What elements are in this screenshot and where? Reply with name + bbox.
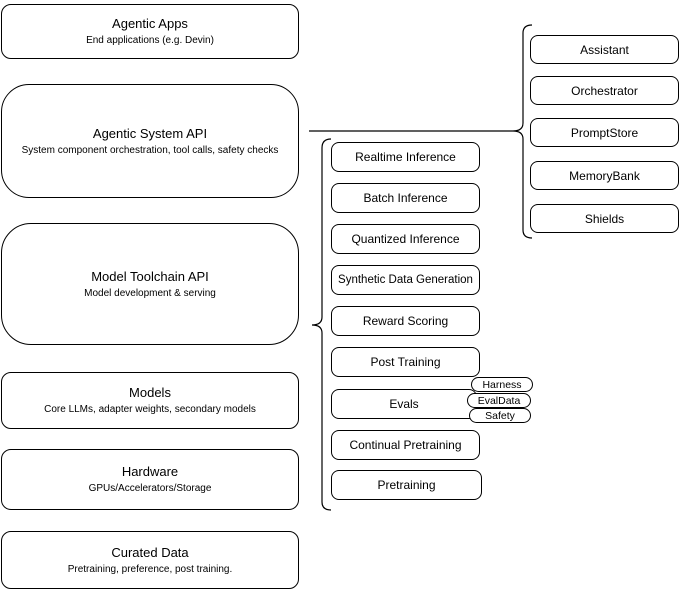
toolchain-item-quantized-inference: Quantized Inference bbox=[331, 224, 480, 254]
toolchain-item-batch-inference: Batch Inference bbox=[331, 183, 480, 213]
toolchain-item-synthetic-data-generation: Synthetic Data Generation bbox=[331, 265, 480, 295]
node-title: Hardware bbox=[121, 464, 179, 479]
node-title: Curated Data bbox=[111, 544, 189, 560]
toolchain-group-brace bbox=[311, 138, 332, 511]
node-subtitle: End applications (e.g. Devin) bbox=[86, 35, 214, 46]
evals-tag-evaldata: EvalData bbox=[467, 393, 531, 408]
node-curated-data: Curated Data Pretraining, preference, po… bbox=[1, 531, 299, 589]
toolchain-item-realtime-inference: Realtime Inference bbox=[331, 142, 480, 172]
system-component-promptstore: PromptStore bbox=[530, 118, 679, 147]
system-component-orchestrator: Orchestrator bbox=[530, 76, 679, 105]
evals-tag-harness: Harness bbox=[471, 377, 533, 392]
node-agentic-apps: Agentic Apps End applications (e.g. Devi… bbox=[1, 4, 299, 59]
node-subtitle: GPUs/Accelerators/Storage bbox=[88, 483, 212, 494]
toolchain-item-post-training: Post Training bbox=[331, 347, 480, 377]
toolchain-item-continual-pretraining: Continual Pretraining bbox=[331, 430, 480, 460]
toolchain-item-evals: Evals bbox=[331, 389, 477, 419]
node-hardware: Hardware GPUs/Accelerators/Storage bbox=[1, 449, 299, 510]
node-subtitle: System component orchestration, tool cal… bbox=[21, 144, 279, 156]
system-component-assistant: Assistant bbox=[530, 35, 679, 64]
node-models: Models Core LLMs, adapter weights, secon… bbox=[1, 372, 299, 429]
toolchain-item-pretraining: Pretraining bbox=[331, 470, 482, 500]
node-subtitle: Pretraining, preference, post training. bbox=[67, 563, 233, 575]
node-subtitle: Model development & serving bbox=[84, 287, 216, 299]
system-component-shields: Shields bbox=[530, 204, 679, 233]
node-title: Models bbox=[129, 385, 171, 400]
node-subtitle: Core LLMs, adapter weights, secondary mo… bbox=[44, 404, 256, 415]
node-model-toolchain-api: Model Toolchain API Model development & … bbox=[1, 223, 299, 345]
toolchain-item-reward-scoring: Reward Scoring bbox=[331, 306, 480, 336]
node-title: Agentic System API bbox=[92, 125, 208, 141]
evals-tag-safety: Safety bbox=[469, 408, 531, 423]
node-title: Agentic Apps bbox=[112, 16, 188, 31]
node-agentic-system-api: Agentic System API System component orch… bbox=[1, 84, 299, 198]
system-component-memorybank: MemoryBank bbox=[530, 161, 679, 190]
node-title: Model Toolchain API bbox=[91, 268, 209, 284]
